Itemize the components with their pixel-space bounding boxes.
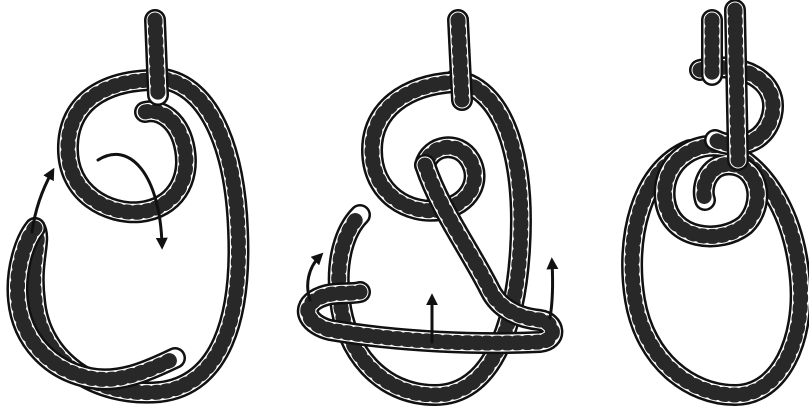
step2-standing-part [458,20,462,100]
panel-step-1 [17,20,238,393]
panel-step-3 [632,10,801,395]
step3-finished-knot [665,67,773,236]
step2-pull-right-arrow [550,262,553,318]
panel-step-2 [308,20,553,395]
step1-standing-part [155,20,158,95]
step1-small-loop [68,80,186,212]
